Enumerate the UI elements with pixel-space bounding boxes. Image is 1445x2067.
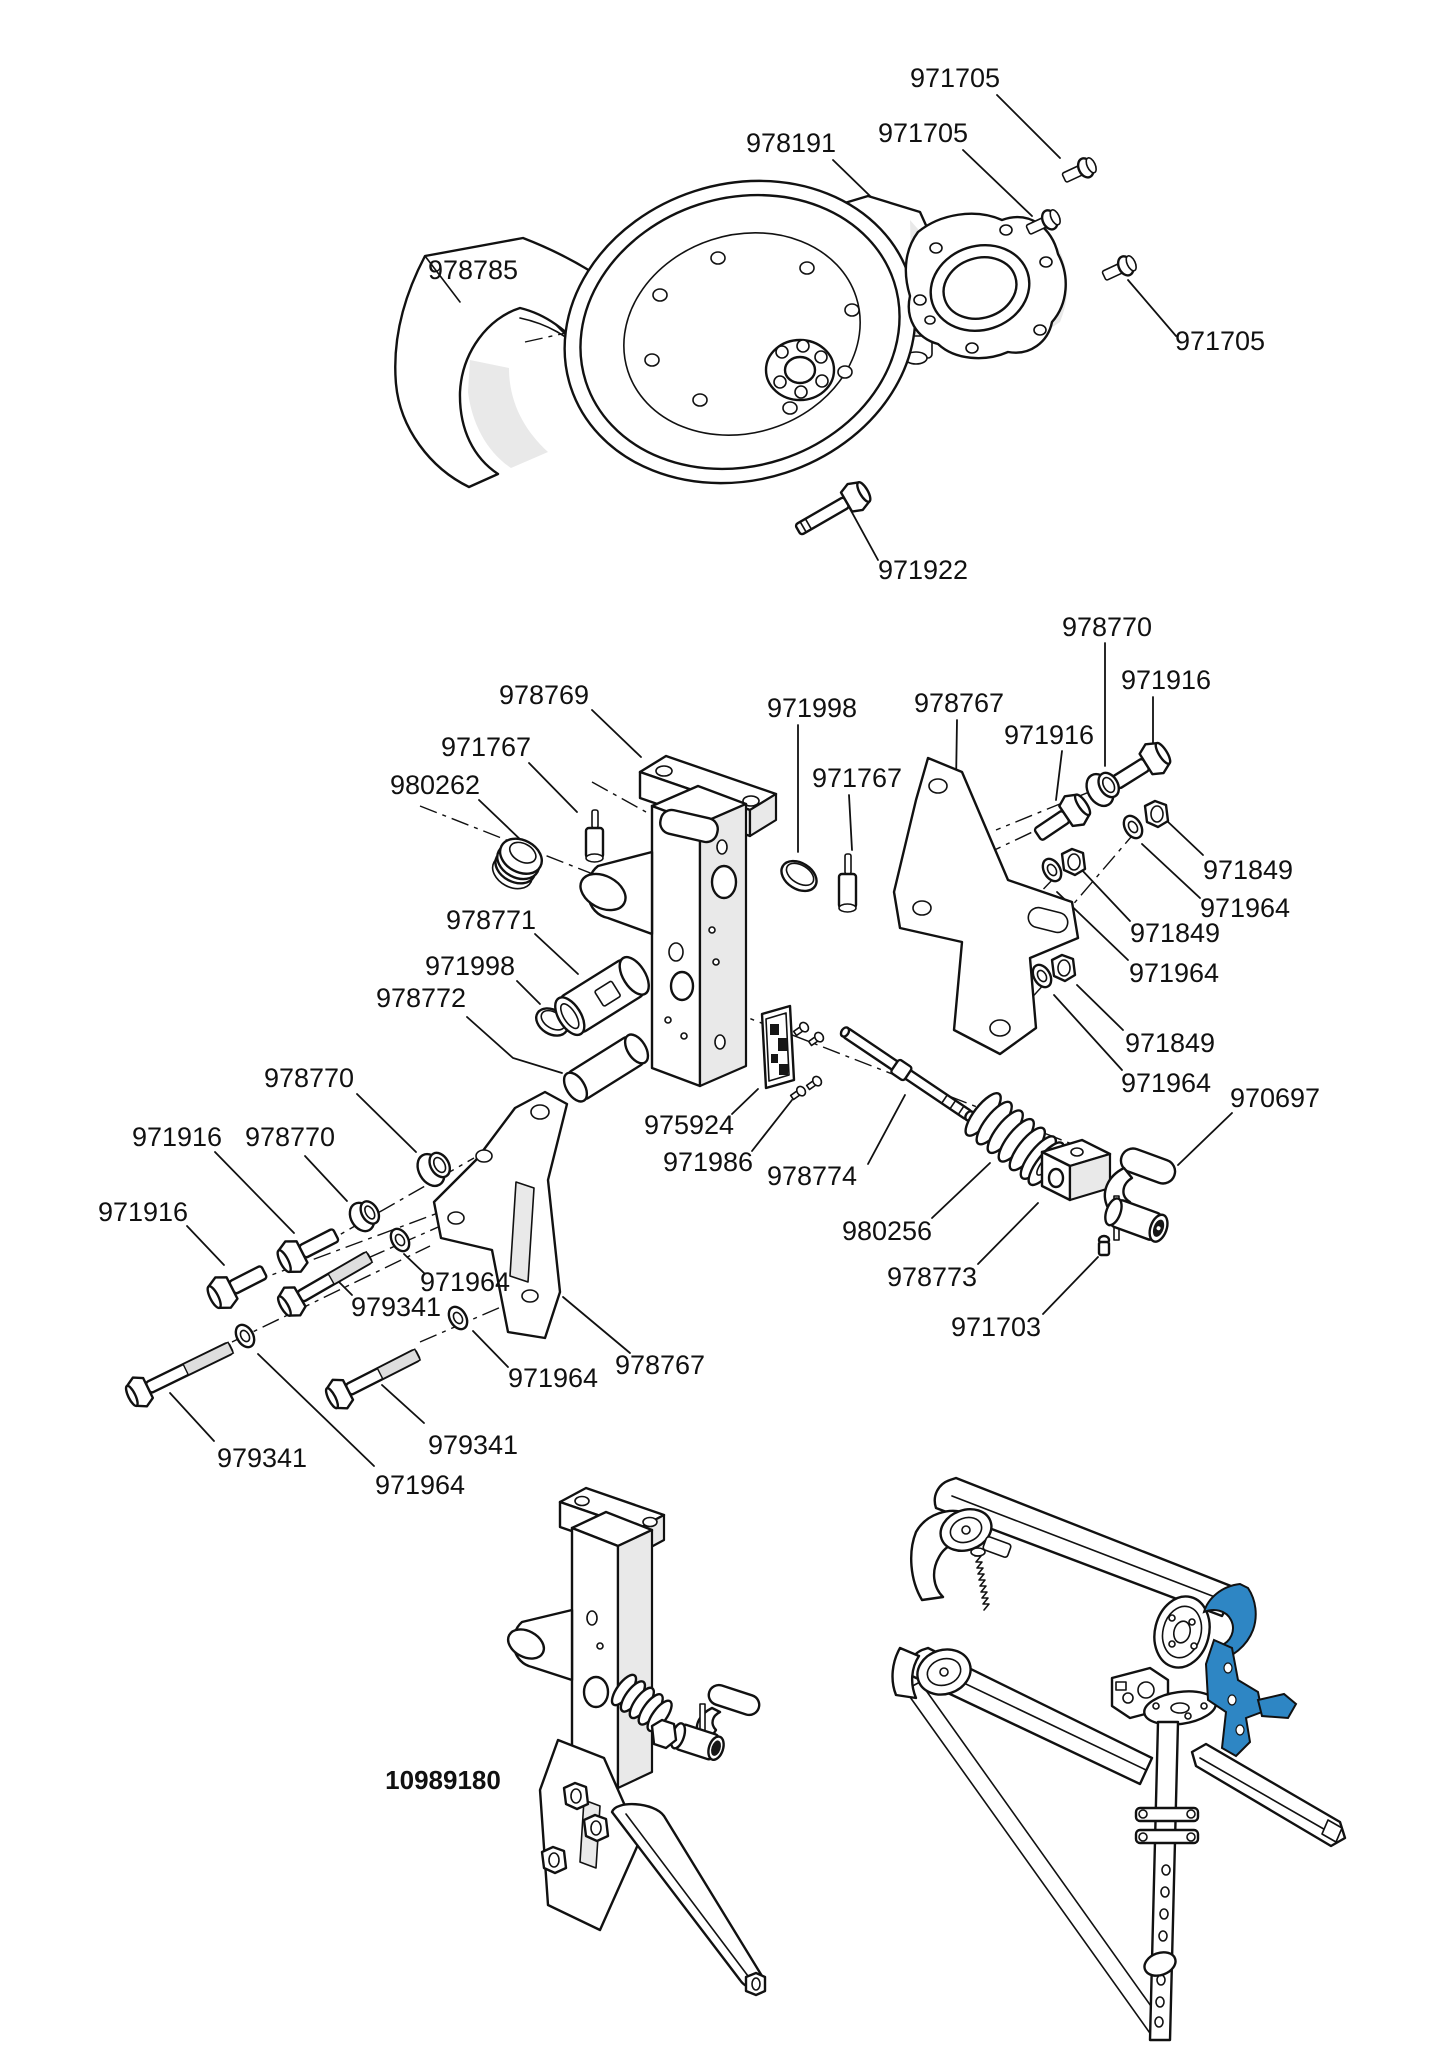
bushing-978770-left-1 [416,1151,452,1188]
part-label-971705-b: 971705 [878,118,968,148]
plate-975924 [760,1004,796,1090]
threaded-plug-980262 [491,837,543,890]
bolt-971916-left-1 [276,1228,340,1274]
part-label-971705-a: 971705 [910,63,1000,93]
part-label-971986: 971986 [663,1147,753,1177]
part-label-979341-b: 979341 [217,1443,307,1473]
part-label-979341-c: 979341 [428,1430,518,1460]
o-ring-971998-a [780,859,818,893]
part-label-978770-left-b: 978770 [245,1122,335,1152]
assembled-unit-10989180 [506,1486,767,1997]
machine-context-view [891,1476,1347,2042]
part-label-971767-a: 971767 [441,732,531,762]
part-label-979341-a: 979341 [351,1292,441,1322]
part-label-971916-left-b: 971916 [98,1197,188,1227]
part-label-971964-a: 971964 [1200,893,1290,923]
bushing-978770-right [1085,771,1121,808]
spring-980256 [964,1092,1065,1187]
block-978773 [1040,1138,1112,1202]
part-label-971964-b: 971964 [1129,958,1219,988]
part-label-971964-left-b: 971964 [508,1363,598,1393]
cylinder-978771 [554,955,650,1037]
bushing-978770-left-2 [348,1200,381,1233]
part-label-971964-c: 971964 [1121,1068,1211,1098]
nut-971849-right-1 [1143,799,1170,829]
bolt-971916-left-2 [206,1265,268,1310]
part-label-980262: 980262 [390,770,480,800]
part-label-971916-right-a: 971916 [1121,665,1211,695]
nut-971849-right-3 [1050,953,1077,983]
bolt-979341-b [124,1341,235,1408]
part-label-978767-right: 978767 [914,688,1004,718]
part-label-971964-left-c: 971964 [375,1470,465,1500]
part-label-971849-b: 971849 [1130,918,1220,948]
part-label-971916-left-a: 971916 [132,1122,222,1152]
assembly-number-label: 10989180 [385,1765,501,1795]
crank-970697 [1103,1147,1177,1243]
rod-978774 [839,1026,975,1122]
part-label-978191: 978191 [746,128,836,158]
highlighted-bracket-blue [1202,1582,1298,1758]
part-label-971767-b: 971767 [812,763,902,793]
bolt-971916-right-b [1033,793,1092,841]
pin-978772 [562,1033,650,1103]
bracket-right-978767 [892,756,1080,1056]
part-label-971703: 971703 [951,1312,1041,1342]
column-block [579,784,748,1088]
washer-971964-left-3 [234,1323,256,1349]
screws-971986 [789,1021,825,1101]
part-label-978767-left: 978767 [615,1350,705,1380]
washer-971964-right-2 [1041,857,1063,883]
part-label-978770-left-a: 978770 [264,1063,354,1093]
screw-971705-b [1025,209,1061,235]
screw-971705-c [1101,255,1137,281]
socket-screw-971767-a [584,809,605,863]
flange-plate [904,212,1068,360]
part-label-978773: 978773 [887,1262,977,1292]
socket-screw-971767-b [837,853,858,913]
part-label-971998-a: 971998 [767,693,857,723]
part-label-975924: 975924 [644,1110,734,1140]
part-label-978770-right: 978770 [1062,612,1152,642]
part-label-980256: 980256 [842,1216,932,1246]
screw-971705-a [1061,157,1097,183]
part-label-971964-left-a: 971964 [420,1267,510,1297]
part-labels: 971705 971705 978191 971705 978785 97192… [98,63,1320,1795]
part-label-978769: 978769 [499,680,589,710]
part-label-971705-c: 971705 [1175,326,1265,356]
part-label-971916-right-b: 971916 [1004,720,1094,750]
nut-971849-right-2 [1060,847,1087,877]
washer-971964-right-1 [1122,814,1144,840]
washer-971964-left-1 [389,1227,411,1253]
part-label-978785: 978785 [428,255,518,285]
leader-lines [169,94,1233,1467]
part-label-971922: 971922 [878,555,968,585]
part-label-978772: 978772 [376,983,466,1013]
part-label-978771: 978771 [446,905,536,935]
bolt-979341-c [324,1348,422,1410]
screw-971703 [1097,1234,1111,1257]
part-label-978774: 978774 [767,1161,857,1191]
bracket-left-978767 [432,1090,569,1340]
bolt-979341-a [276,1250,374,1317]
part-label-970697: 970697 [1230,1083,1320,1113]
pulley-assembly-978191 [563,179,940,485]
part-label-971998-b: 971998 [425,951,515,981]
washer-971964-left-2 [447,1305,469,1331]
part-label-971849-c: 971849 [1125,1028,1215,1058]
washer-971964-right-3 [1031,963,1053,989]
bolt-971922 [794,481,872,536]
bolt-971916-right-a [1111,741,1172,790]
part-label-971849-a: 971849 [1203,855,1293,885]
